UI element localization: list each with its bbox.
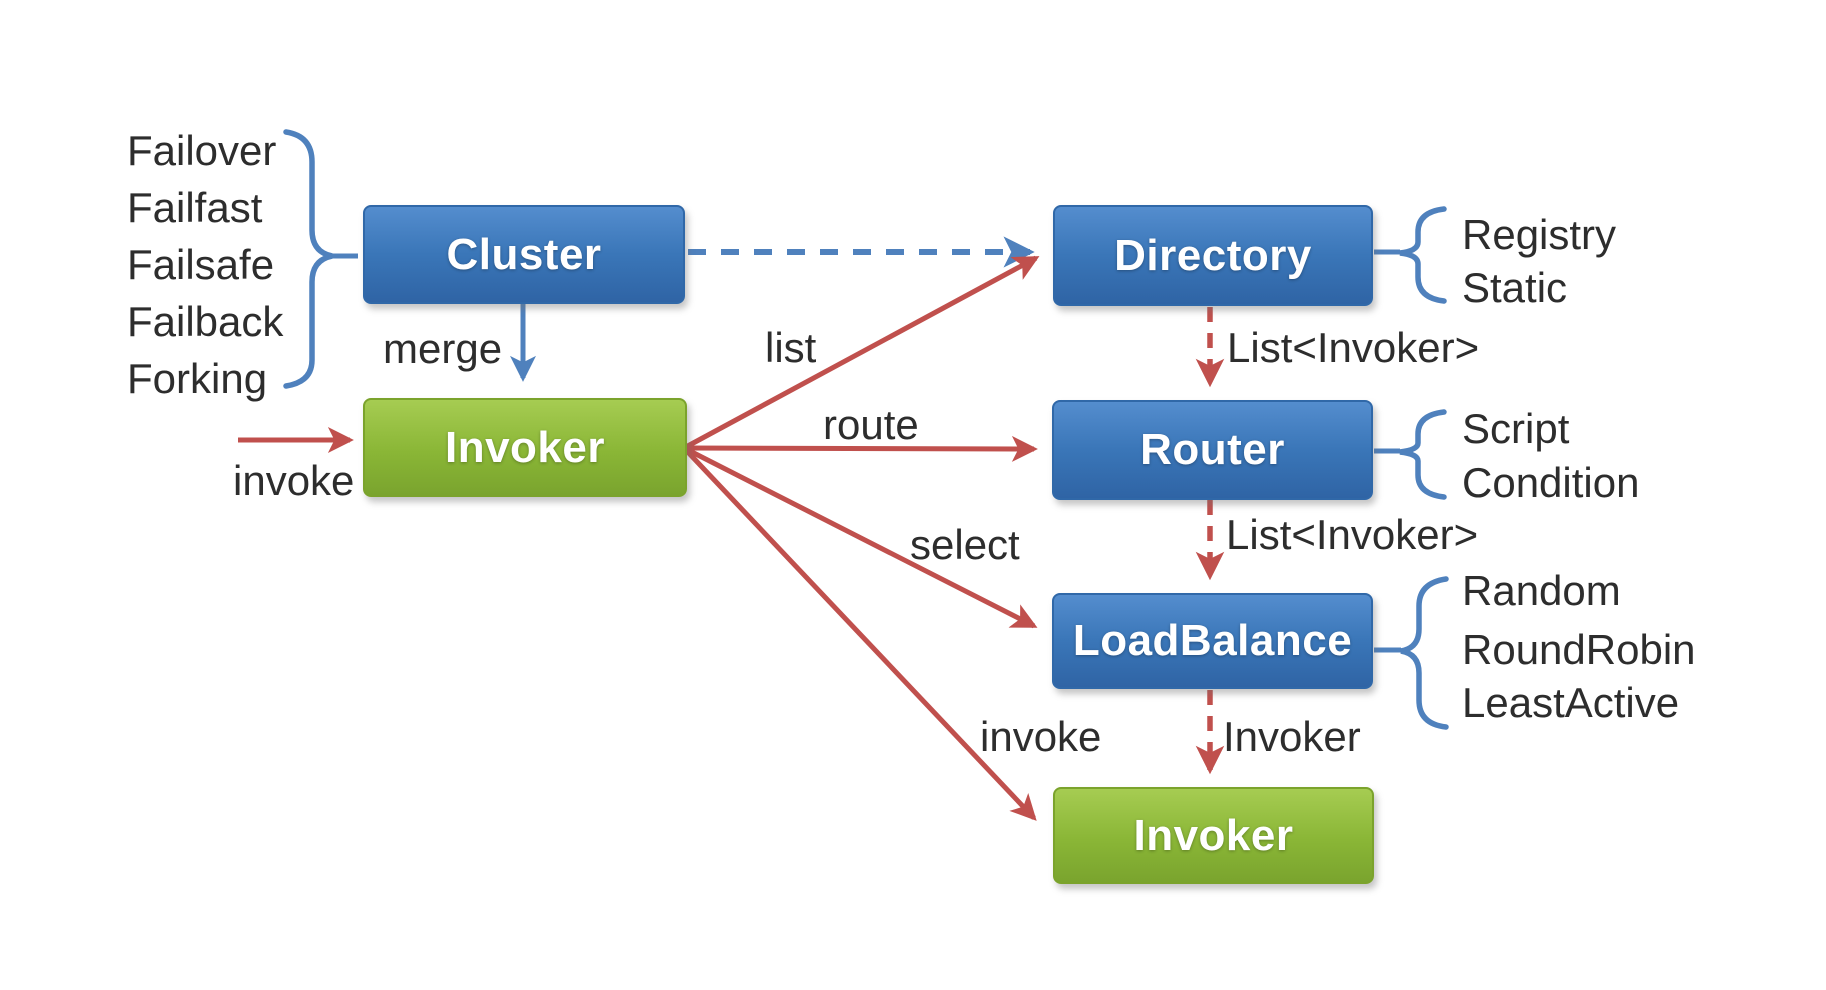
- merge-label: merge: [383, 325, 503, 372]
- invoker-result-label: Invoker: [1223, 713, 1361, 760]
- cluster-impl-failsafe: Failsafe: [127, 241, 275, 288]
- invoke-bottom-arrow: [682, 446, 1037, 821]
- loadbalance-impl-leastactive: LeastActive: [1462, 679, 1680, 726]
- router-box: Router: [1052, 400, 1373, 500]
- cluster-impl-failfast: Failfast: [127, 184, 263, 231]
- directory-impl-registry: Registry: [1462, 211, 1617, 258]
- directory-impl-static: Static: [1462, 264, 1568, 311]
- router-impl-condition: Condition: [1462, 459, 1640, 506]
- loadbalance-impl-roundrobin: RoundRobin: [1462, 626, 1696, 673]
- router-impl-script: Script: [1462, 405, 1570, 452]
- invoker-bottom-box: Invoker: [1053, 787, 1374, 884]
- cluster-impls-brace: [283, 129, 333, 389]
- cluster-impl-forking: Forking: [127, 355, 268, 402]
- router-impls-brace: [1399, 409, 1447, 500]
- select-label: select: [910, 521, 1020, 568]
- route-arrow: [683, 435, 1038, 462]
- cluster-impl-failback: Failback: [127, 298, 284, 345]
- select-arrow: [682, 445, 1038, 629]
- list-arrow: [682, 255, 1040, 451]
- cluster-impls-list: Failover Failfast Failsafe Failback Fork…: [127, 122, 283, 407]
- list-label: list: [765, 324, 817, 371]
- invoker-top-box: Invoker: [363, 398, 687, 497]
- loadbalance-impls-brace: [1400, 576, 1449, 730]
- list-invoker-label-2: List<Invoker>: [1226, 511, 1479, 558]
- invoke-left-label: invoke: [233, 457, 355, 504]
- list-invoker-label-1: List<Invoker>: [1227, 324, 1480, 371]
- loadbalance-box: LoadBalance: [1052, 593, 1373, 689]
- directory-impls-brace: [1399, 206, 1447, 304]
- invoke-bottom-label: invoke: [980, 713, 1102, 760]
- cluster-impl-failover: Failover: [127, 127, 277, 174]
- cluster-box: Cluster: [363, 205, 685, 304]
- directory-box: Directory: [1053, 205, 1373, 306]
- loadbalance-impl-random: Random: [1462, 567, 1621, 614]
- route-label: route: [823, 401, 919, 448]
